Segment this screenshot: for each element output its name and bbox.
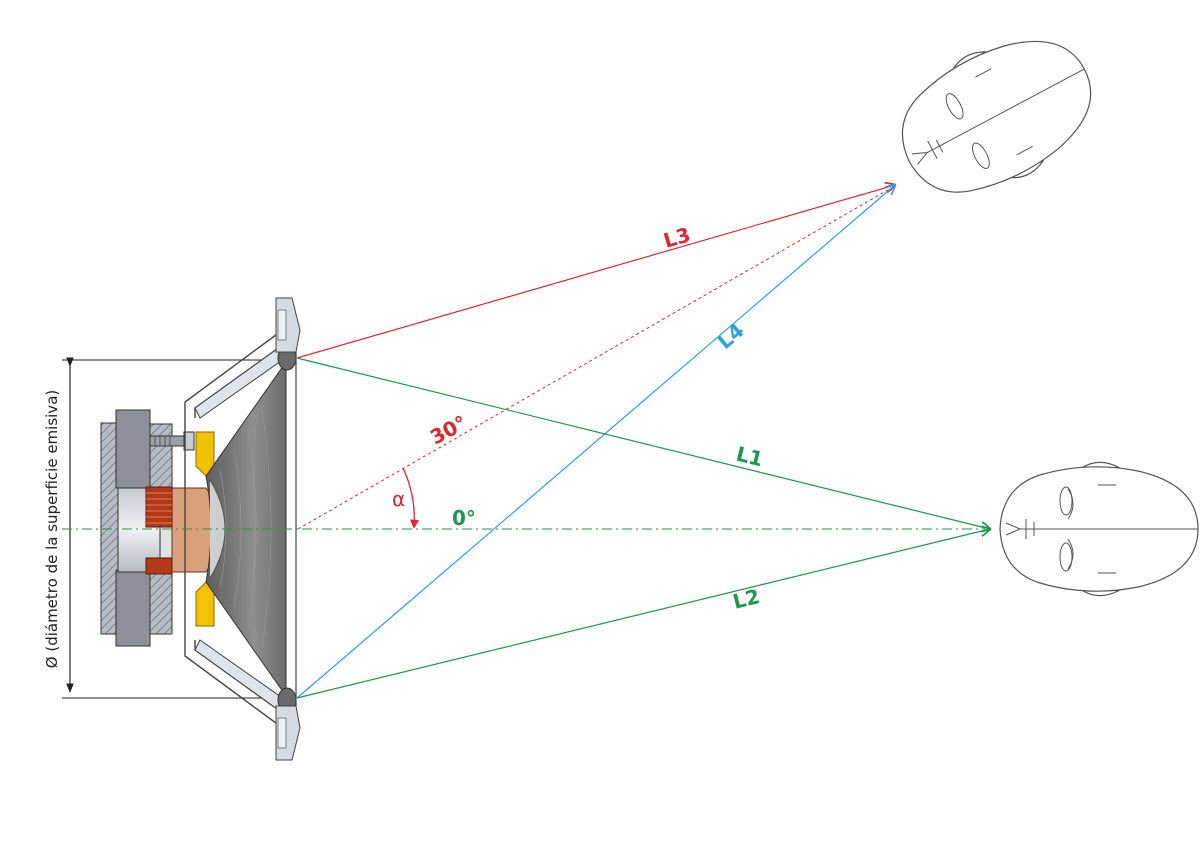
label-angle-0: 0°: [452, 506, 476, 530]
path-l4: [296, 185, 895, 699]
axis-30-line: [297, 186, 894, 530]
label-l2: L2: [730, 584, 762, 614]
listener-head-off-axis-icon: [901, 40, 1092, 193]
path-labels: L3 L4 L1 L2 30° 0° α: [392, 222, 765, 613]
label-l4: L4: [713, 318, 749, 354]
diameter-label: Ø (diámetro de la superficie emisiva): [43, 390, 61, 668]
path-l1: [296, 357, 990, 529]
label-l3: L3: [661, 222, 693, 252]
sound-paths: [296, 185, 990, 699]
path-l3: [296, 185, 895, 359]
label-angle-30: 30°: [426, 410, 471, 449]
listener-head-icon: [999, 461, 1199, 597]
reference-axes: [62, 186, 985, 530]
label-alpha: α: [392, 487, 405, 511]
path-l2: [296, 529, 990, 699]
alpha-arc: [402, 467, 420, 529]
